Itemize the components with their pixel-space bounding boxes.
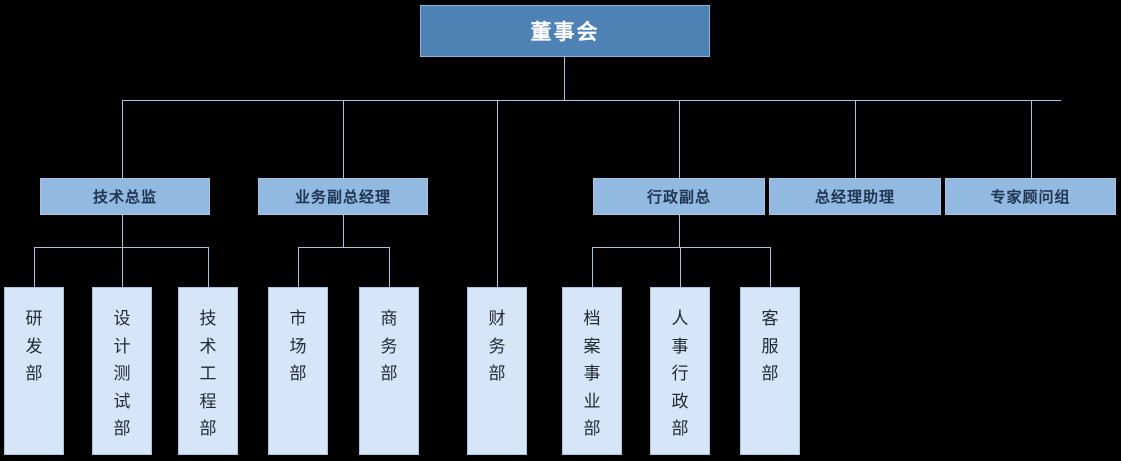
node-finance-dept[interactable]: 财务部 (467, 287, 527, 455)
node-gm-assistant[interactable]: 总经理助理 (769, 178, 941, 215)
connector-drop-service-dept (770, 247, 771, 287)
node-service-dept[interactable]: 客服部 (740, 287, 800, 455)
node-label: 技术工程部 (199, 309, 217, 440)
connector-top-bus (122, 100, 1061, 101)
connector-drop-design-test-dept (122, 247, 123, 287)
node-rd-dept[interactable]: 研发部 (4, 287, 64, 455)
connector-drop-tech-eng-dept (208, 247, 209, 287)
connector-drop-commerce-dept (389, 247, 390, 287)
connector-drop-tech-director (122, 100, 123, 178)
node-tech-director[interactable]: 技术总监 (40, 178, 210, 215)
node-label: 技术总监 (92, 188, 157, 206)
node-design-test-dept[interactable]: 设计测试部 (92, 287, 152, 455)
node-label: 市场部 (289, 309, 307, 385)
connector-stem-tech-director (122, 215, 123, 247)
connector-bus-business-vp (298, 247, 389, 248)
connector-drop-finance-direct (497, 100, 498, 287)
node-label: 董事会 (530, 20, 600, 44)
node-label: 设计测试部 (113, 309, 131, 440)
node-business-vp[interactable]: 业务副总经理 (258, 178, 428, 215)
node-label: 业务副总经理 (294, 188, 391, 206)
connector-root-stem (564, 57, 565, 101)
node-label: 商务部 (380, 309, 398, 385)
connector-drop-archives-dept (592, 247, 593, 287)
connector-drop-gm-assistant (855, 100, 856, 178)
connector-drop-admin-vp (679, 100, 680, 178)
node-admin-vp[interactable]: 行政副总 (593, 178, 765, 215)
node-label: 档案事业部 (583, 309, 601, 440)
connector-bus-tech-director (34, 247, 209, 248)
node-marketing-dept[interactable]: 市场部 (268, 287, 328, 455)
node-board-of-directors[interactable]: 董事会 (420, 5, 710, 57)
connector-drop-expert-group (1031, 100, 1032, 178)
connector-stem-admin-vp (679, 215, 680, 247)
connector-drop-rd-dept (34, 247, 35, 287)
node-label: 研发部 (25, 309, 43, 385)
node-archives-dept[interactable]: 档案事业部 (562, 287, 622, 455)
node-label: 客服部 (761, 309, 779, 385)
node-label: 行政副总 (646, 188, 711, 206)
node-label: 人事行政部 (671, 309, 689, 440)
node-expert-advisory-group[interactable]: 专家顾问组 (945, 178, 1116, 215)
node-hr-admin-dept[interactable]: 人事行政部 (650, 287, 710, 455)
node-tech-eng-dept[interactable]: 技术工程部 (178, 287, 238, 455)
node-label: 财务部 (488, 309, 506, 385)
node-commerce-dept[interactable]: 商务部 (359, 287, 419, 455)
connector-stem-business-vp (343, 215, 344, 247)
node-label: 总经理助理 (814, 188, 895, 206)
connector-drop-business-vp (343, 100, 344, 178)
connector-bus-admin-vp (592, 247, 770, 248)
node-label: 专家顾问组 (990, 188, 1071, 206)
connector-drop-hr-admin-dept (680, 247, 681, 287)
connector-drop-marketing-dept (298, 247, 299, 287)
